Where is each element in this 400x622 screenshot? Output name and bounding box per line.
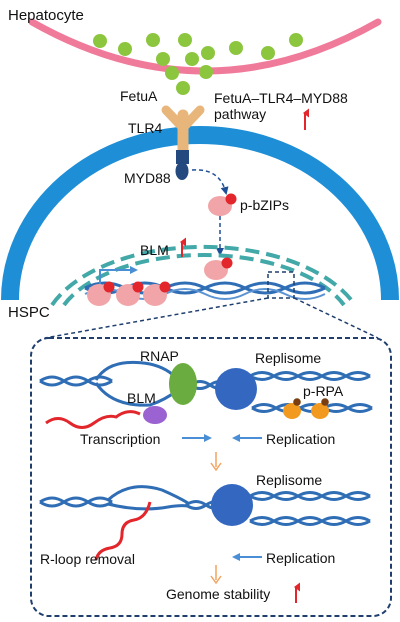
fetua-molecules xyxy=(93,33,303,95)
fetua-dot xyxy=(156,52,170,66)
myd88-adaptor xyxy=(175,150,189,180)
rnap-label: RNAP xyxy=(140,348,179,364)
dna-bubble-lower xyxy=(94,382,179,407)
dna-bubble-bottom-upper xyxy=(106,485,189,505)
tlr4-label: TLR4 xyxy=(128,120,162,136)
pathway-label-line1: FetuA–TLR4–MYD88 xyxy=(214,90,348,106)
zoom-region xyxy=(267,271,295,299)
blm-helicase xyxy=(143,406,167,424)
dna-replicated-bottom-lower xyxy=(249,516,371,526)
fetua-dot xyxy=(201,46,215,60)
bound-pbzip xyxy=(116,281,144,306)
down-arrow-icon xyxy=(210,565,222,585)
replisome-bottom-label: Replisome xyxy=(256,472,322,488)
dna-bubble-bottom-lower xyxy=(107,502,189,511)
nucleus-envelope-outer xyxy=(50,244,357,307)
pbzip-protein xyxy=(208,193,237,216)
rna-transcript xyxy=(45,410,141,429)
hepatocyte-membrane xyxy=(28,18,382,75)
transcription-start-arrow xyxy=(99,266,138,285)
pbzips-label: p-bZIPs xyxy=(240,197,289,213)
dna-helix-inset-top xyxy=(39,375,113,387)
fetua-dot xyxy=(178,33,192,47)
prpa-protein xyxy=(283,398,329,419)
signal-arrow-1 xyxy=(191,169,229,195)
released-rna xyxy=(94,501,152,561)
bound-pbzip xyxy=(143,281,171,306)
zoom-line-right xyxy=(293,297,379,339)
fetua-dot xyxy=(185,52,199,66)
fetua-dot xyxy=(165,66,179,80)
rloop-removal-label: R-loop removal xyxy=(40,551,135,567)
rnap-enzyme xyxy=(169,363,197,405)
replication-bottom-label: Replication xyxy=(266,550,335,566)
fetua-dot xyxy=(176,81,190,95)
hspc-membrane xyxy=(1,126,399,301)
fetua-dot xyxy=(229,41,243,55)
fetua-dot xyxy=(289,33,303,47)
fetua-dot xyxy=(146,33,160,47)
blm-nucleus-label: BLM xyxy=(140,242,169,258)
replisome-top-label: Replisome xyxy=(255,350,321,366)
genome-stability-label: Genome stability xyxy=(166,586,270,602)
replisome-top xyxy=(215,368,257,410)
hepatocyte-label: Hepatocyte xyxy=(8,7,84,24)
transcription-label: Transcription xyxy=(80,431,160,447)
fetua-dot xyxy=(118,42,132,56)
nucleus-envelope-inner xyxy=(62,253,346,307)
dna-helix-inset-bottom xyxy=(39,496,113,508)
hspc-label: HSPC xyxy=(8,304,50,321)
prpa-label: p-RPA xyxy=(303,383,344,399)
dna-replicated-bottom-upper xyxy=(249,491,371,501)
replication-top-label: Replication xyxy=(266,431,335,447)
fetua-dot xyxy=(199,65,213,79)
replisome-bottom xyxy=(211,484,253,526)
dna-replicated-upper xyxy=(249,371,371,381)
blm-inset-label: BLM xyxy=(127,390,156,406)
myd88-label: MYD88 xyxy=(124,170,171,186)
fetua-dot xyxy=(93,34,107,48)
down-arrow-icon xyxy=(210,452,222,472)
pathway-label-line2: pathway xyxy=(214,106,266,122)
bound-pbzip xyxy=(87,281,115,306)
zoom-line-left xyxy=(44,297,269,339)
fetua-label: FetuA xyxy=(120,88,158,104)
fetua-dot xyxy=(261,46,275,60)
pbzip-protein xyxy=(204,257,233,280)
